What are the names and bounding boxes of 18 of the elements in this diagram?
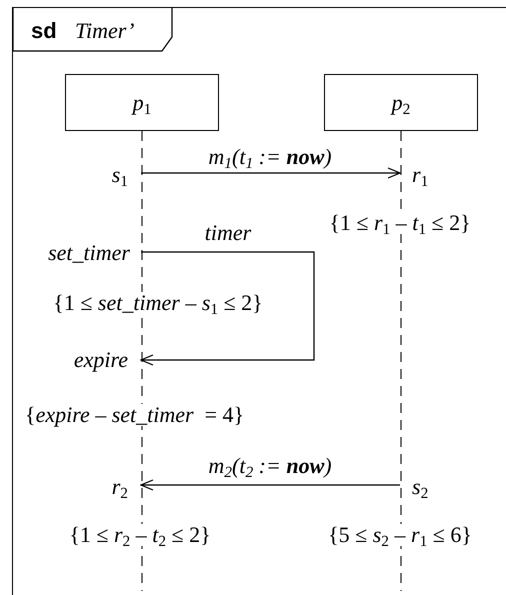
frame-keyword: sd (31, 20, 57, 42)
time-constraint: {expire – set_timer = 4} (25, 404, 244, 426)
time-constraint: {1 ≤ set_timer – s$_{1}$ ≤ 2} (53, 292, 263, 314)
message-label: timer (204, 222, 252, 244)
time-constraint: {1 ≤ r$_{1}$ – t$_{1}$ ≤ 2} (329, 212, 471, 234)
time-constraint: {5 ≤ s$_{2}$ – r$_{1}$ ≤ 6} (328, 524, 472, 546)
message-arrow (140, 479, 400, 491)
time-constraint: {1 ≤ r$_{2}$ – t$_{2}$ ≤ 2} (69, 524, 211, 546)
frame-name: Timer’ (75, 20, 134, 42)
message-label: m$_{2}$(t$_{2}$ := now) (208, 455, 332, 477)
event-label: set_timer (48, 242, 130, 264)
event-label: expire (74, 349, 128, 371)
message-arrow (140, 251, 315, 366)
lifeline-head: p$_{1}$ (65, 74, 219, 131)
message-label: m$_{1}$(t$_{1}$ := now) (208, 146, 332, 168)
message-arrow (141, 167, 401, 179)
diagram-frame (12, 7, 506, 595)
lifeline-head: p$_{2}$ (324, 74, 478, 131)
